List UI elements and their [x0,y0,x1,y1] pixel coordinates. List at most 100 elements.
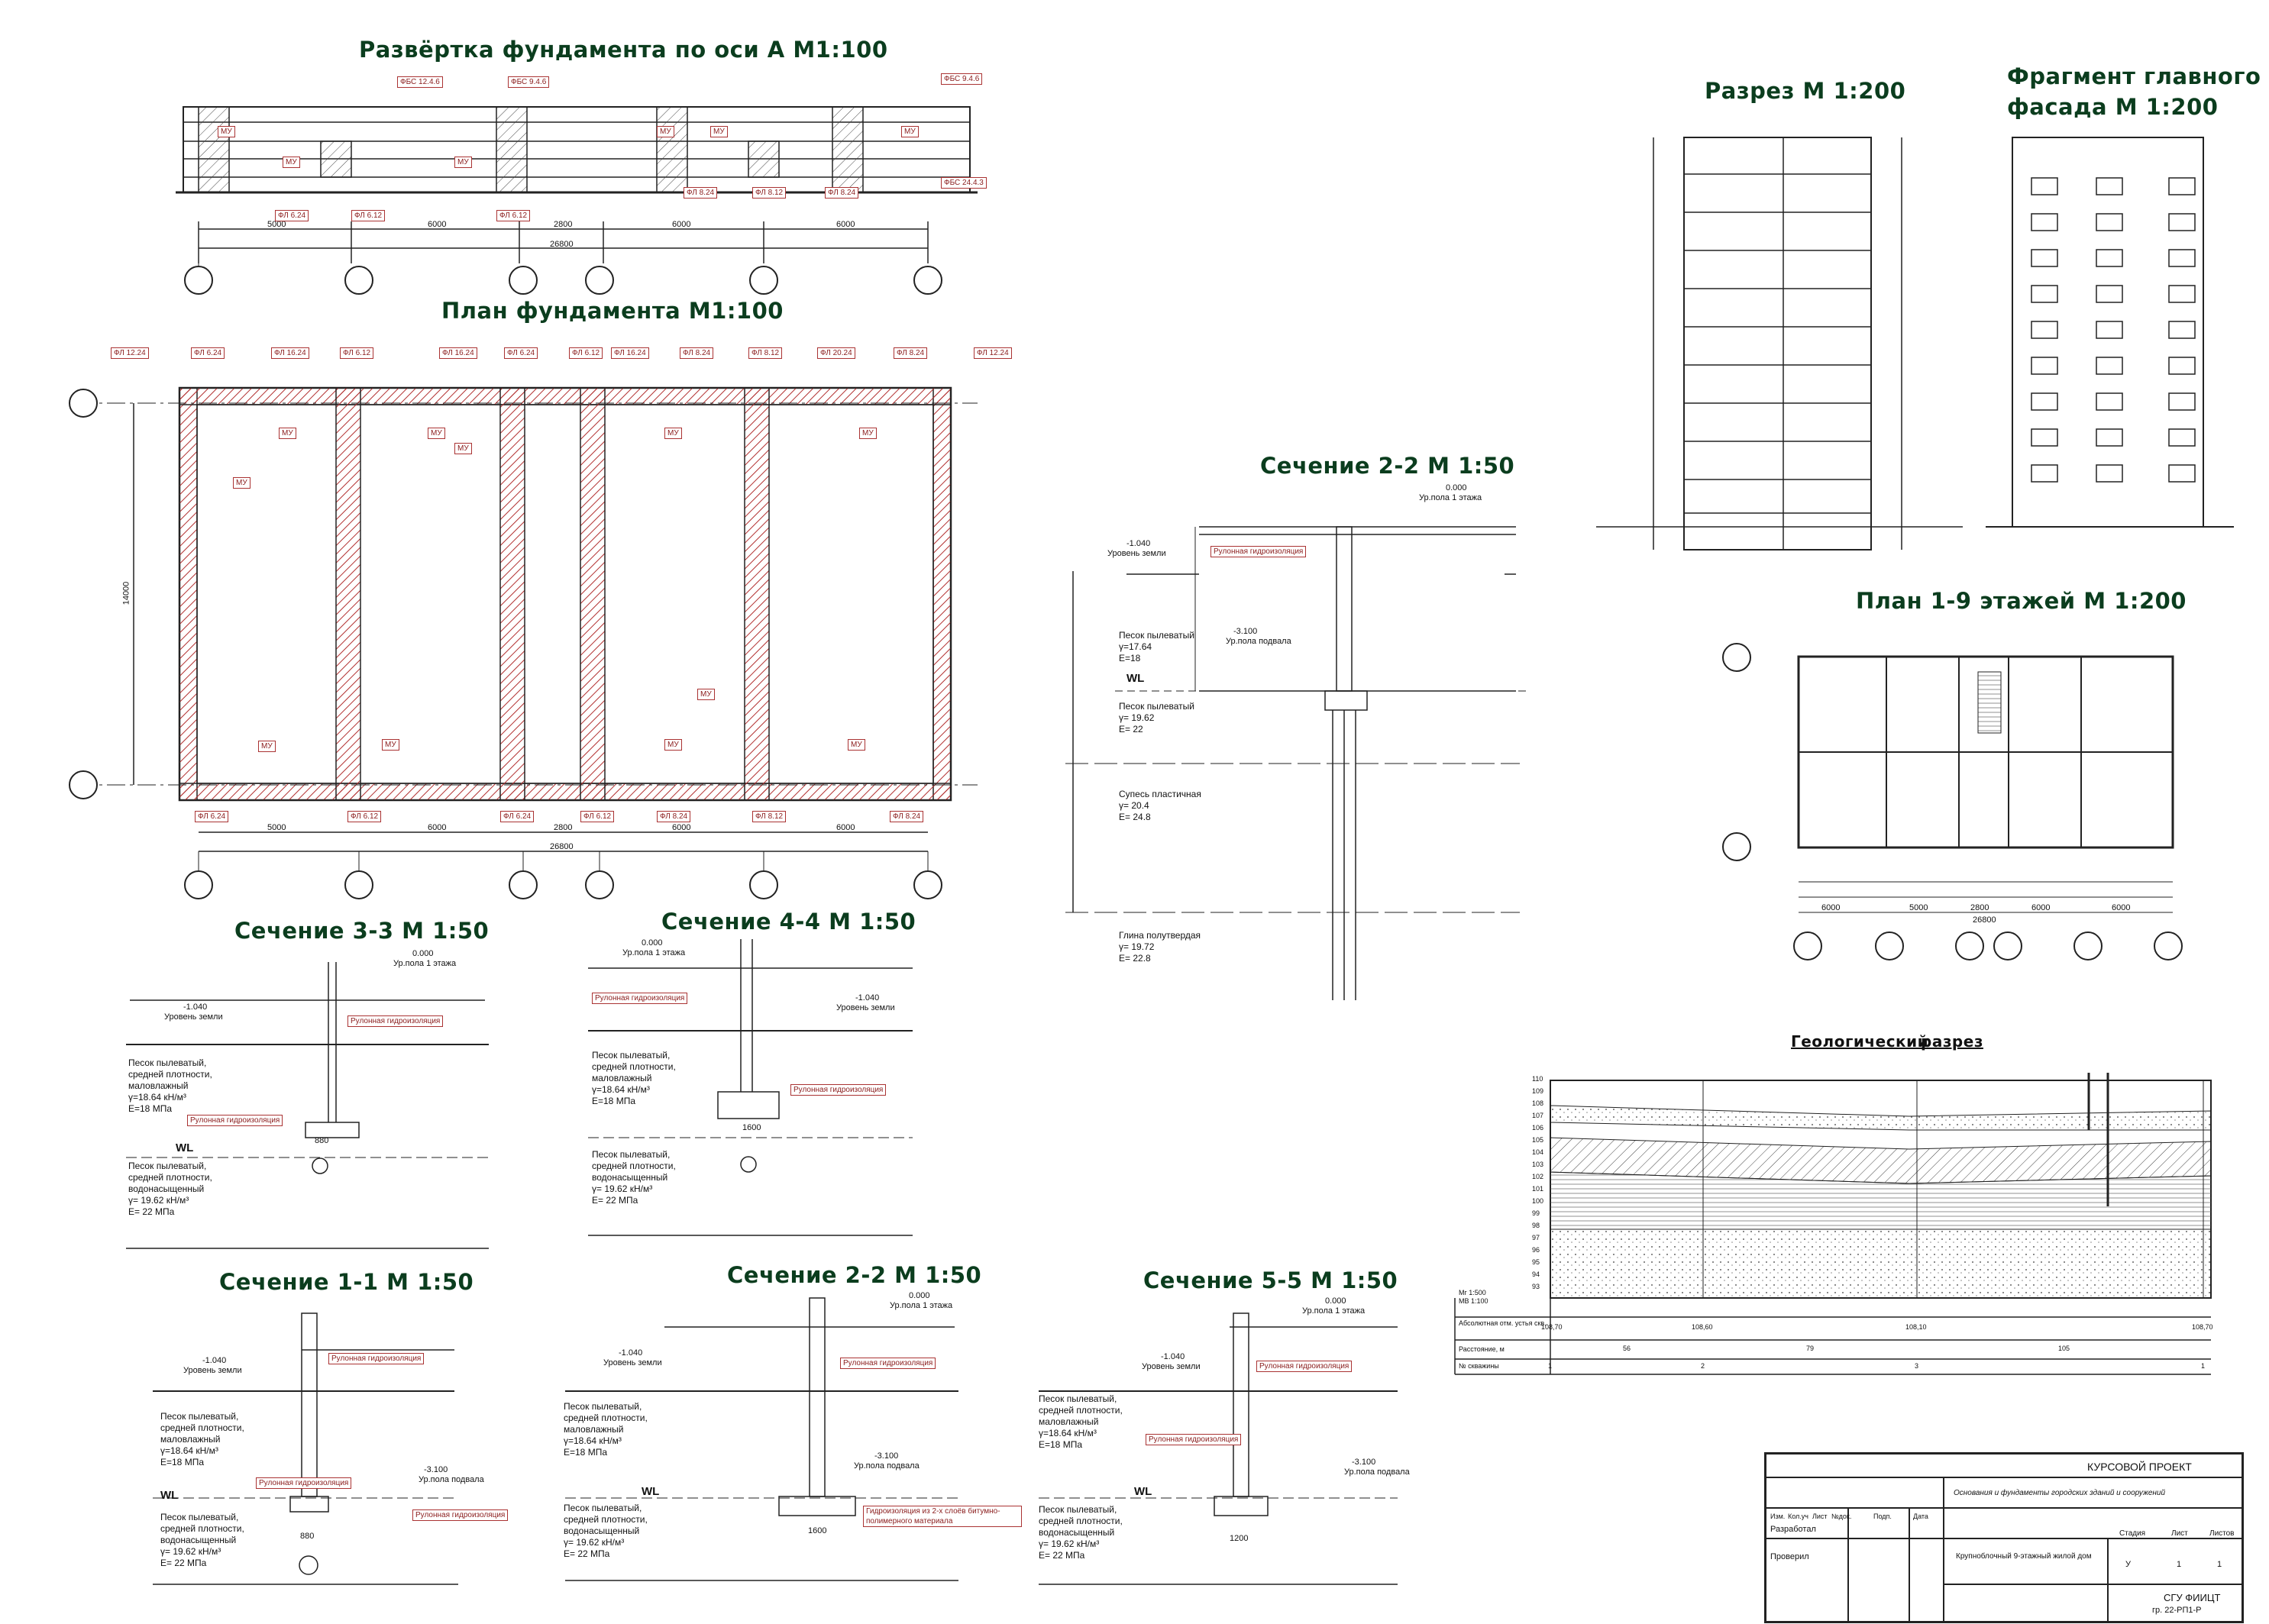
tag-mu: МУ [218,126,235,137]
wl-label: WL [642,1485,660,1498]
facade-window [2096,249,2123,267]
axis-bubble-1 [184,266,213,295]
geo-dist: 105 [2058,1345,2070,1352]
axis-bubble-floor-1 [1793,931,1822,961]
tag-razv: ФЛ 6.24 [275,210,309,221]
geo-elev: 108,60 [1692,1323,1713,1331]
section22-bottom-drawing [565,1297,958,1581]
width-33: 880 [315,1136,329,1145]
axis-bubble-b [69,389,98,418]
stamp-stage-label: Стадия [2119,1529,2146,1538]
tag-razv: ФБС 9.4.6 [508,76,550,88]
lvl-ground: -1.040 [619,1348,643,1358]
facade-window [2168,177,2196,195]
lvl-floor1: Ур.пола 1 этажа [890,1301,953,1310]
tag-plan-bottom: ФЛ 6.12 [580,811,615,822]
tag-mu-plan: МУ [279,428,296,439]
geo-well: 3 [1915,1362,1919,1370]
tag-mu: МУ [454,157,472,168]
soil-geo-sand1: Песок пылеватый γ=17.64 E=18 [1119,630,1194,663]
lvl-ground: -1.040 [183,1002,208,1012]
tag-plan-bottom: ФЛ 6.24 [195,811,229,822]
tag-plan-top: ФЛ 8.24 [894,347,928,359]
tag-plan-top: ФЛ 6.12 [569,347,603,359]
geo-row-label: Расстояние, м [1459,1345,1505,1353]
axis-bubble-6b [913,870,942,899]
facade-window [2031,428,2058,447]
lvl-floor1: Ур.пола 1 этажа [1302,1306,1366,1316]
plan-foundation-drawing [76,386,978,852]
tag-mu: МУ [283,157,300,168]
tag-hydro: Рулонная гидроизоляция [840,1358,936,1369]
axis-bubble-5 [749,266,778,295]
facade-window [2031,464,2058,483]
dim-floor-4: 6000 [2031,903,2051,912]
tag-hydro: Рулонная гидроизоляция [256,1477,352,1489]
title-section22-top: Сечение 2-2 М 1:50 [1260,453,1515,479]
facade-window [2168,428,2196,447]
geo-mark: 106 [1532,1124,1544,1132]
soil-sand1: Песок пылеватый, средней плотности, мало… [592,1050,676,1106]
title-razvertka: Развёртка фундамента по оси А М1:100 [359,37,888,63]
lvl-ground: -1.040 [1161,1352,1185,1361]
soil-sand2: Песок пылеватый, средней плотности, водо… [592,1149,676,1206]
dim-floor-3: 2800 [1970,903,1989,912]
geo-mark: 96 [1532,1246,1540,1254]
tag-mu-plan: МУ [454,443,472,454]
dim-plan-2: 6000 [428,823,447,832]
facade-window [2168,321,2196,339]
geo-mark: 103 [1532,1161,1544,1168]
title-section55: Сечение 5-5 М 1:50 [1143,1267,1398,1293]
lvl-basement: -3.100 [1233,627,1258,636]
dim-floor-1: 6000 [1821,903,1841,912]
facade-window [2031,357,2058,375]
tag-mu-plan: МУ [697,689,715,700]
tag-razv: ФЛ 8.24 [825,187,859,199]
razvertka-drawing [176,106,978,263]
facade-window [2096,285,2123,303]
axes-lines [198,263,929,870]
lvl-ground-lbl: Уровень земли [164,1012,223,1022]
lvl-ground-lbl: Уровень земли [603,1358,662,1367]
tag-plan-top: ФЛ 6.24 [191,347,225,359]
section44-drawing [588,939,913,1236]
stamp-h: №док. [1831,1513,1852,1520]
soil-supes: Супесь пластичная γ= 20.4 E= 24.8 [1119,789,1201,822]
facade-window [2031,177,2058,195]
tag-plan-top: ФЛ 20.24 [817,347,855,359]
tag-mu-plan: МУ [382,739,399,751]
axis-bubble-floor-b [1722,643,1751,672]
dim-razv-3: 2800 [554,220,573,229]
lvl-ground-lbl: Уровень земли [836,1003,895,1012]
geo-scale: Мг 1:500 МВ 1:100 [1459,1289,1488,1305]
wl-label: WL [1134,1485,1152,1498]
axis-bubble-4 [585,266,614,295]
title-block: КУРСОВОЙ ПРОЕКТ Основания и фундаменты г… [1764,1452,2244,1623]
tag-razv: ФЛ 8.12 [752,187,787,199]
tag-hydro: Рулонная гидроизоляция [412,1509,509,1521]
facade-window [2168,285,2196,303]
axis-bubble-4b [585,870,614,899]
facade-window [2168,464,2196,483]
soil-sand2: Песок пылеватый, средней плотности, водо… [564,1503,648,1559]
stamp-stage-label: Листов [2209,1529,2235,1538]
axis-bubble-2b [344,870,373,899]
stamp-grid [1764,1477,2244,1623]
lvl-floor1: Ур.пола 1 этажа [1419,493,1482,502]
tag-hydro: Рулонная гидроизоляция [1146,1434,1242,1445]
stamp-h: Дата [1913,1513,1928,1520]
title-geo-2: разрез [1921,1032,1983,1051]
tag-mu-plan: МУ [848,739,865,751]
stamp-stage-value: 1 [2217,1560,2222,1569]
wl-label: WL [176,1141,194,1154]
tag-plan-top: ФЛ 16.24 [611,347,649,359]
stamp-h: Кол.уч [1788,1513,1808,1520]
title-razrez: Разрез М 1:200 [1705,78,1906,104]
geo-well: 1 [1548,1362,1553,1370]
tag-mu-plan: МУ [859,428,877,439]
geo-mark: 107 [1532,1112,1544,1119]
dim-razv-2: 6000 [428,220,447,229]
title-plan-foundation: План фундамента М1:100 [441,298,784,324]
facade-window [2031,392,2058,411]
tag-mu: МУ [710,126,728,137]
